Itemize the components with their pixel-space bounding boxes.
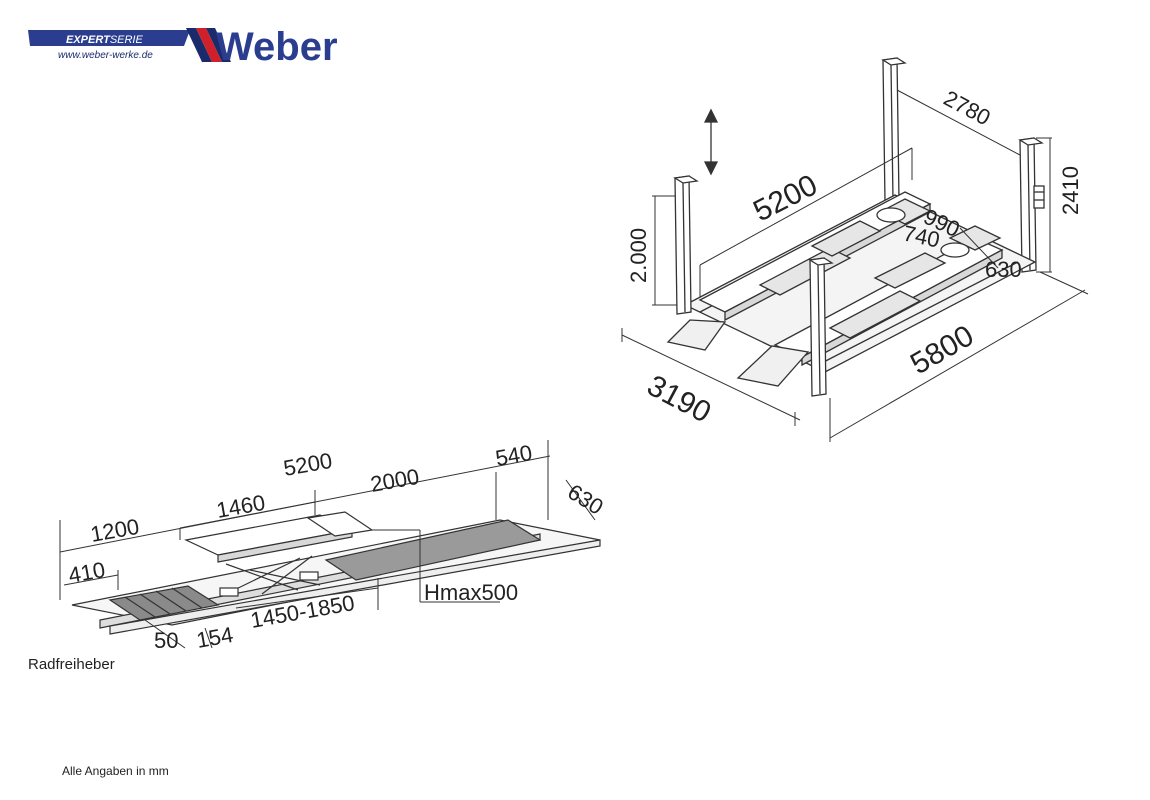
column-back-left [881,57,907,203]
side-scissor-jack [184,514,354,597]
side-dim-410: 410 [67,557,108,588]
logo-series-bold: EXPERT [66,34,111,46]
side-dim-50: 50 [154,628,178,653]
side-dim-1460: 1460 [215,490,268,523]
logo-wordmark: Weber [216,25,338,69]
ramp-right [736,345,810,387]
weber-logo: EXPERTSERIE www.weber-werke.de Weber [28,25,338,69]
dim-column-height: 2410 [1058,166,1083,215]
turntable-front [940,242,970,258]
dim-turntable-c: 630 [985,257,1022,282]
logo-stripes-icon [186,28,231,62]
lift-direction-arrow-icon [703,108,719,176]
column-front-right [808,257,834,397]
side-dim-540: 540 [494,440,535,471]
side-dim-2000: 2000 [369,464,422,497]
side-dim-hmax: Hmax500 [424,580,518,605]
side-view-caption: Radfreiheber [28,656,115,673]
side-dark-plate [306,511,542,581]
logo-series-light: SERIE [110,34,144,46]
dim-overall-length: 5800 [905,319,979,381]
runway-right [773,225,1004,367]
dim-overall-width: 3190 [642,369,716,429]
dim-width-top: 2780 [940,85,995,130]
column-back-right [1018,137,1045,273]
side-grid-plate [108,585,220,621]
dim-length-top: 5200 [748,169,822,229]
side-dim-total: 5200 [282,448,335,481]
side-view-drawing [59,440,601,649]
logo-url: www.weber-werke.de [58,50,153,61]
turntable-back [876,207,906,223]
column-front-left [673,175,699,315]
side-dim-154: 154 [195,622,236,653]
dim-lift-height: 2.000 [626,228,651,283]
side-dim-1200: 1200 [89,514,142,547]
svg-text:EXPERTSERIE: EXPERTSERIE [66,34,143,46]
units-caption: Alle Angaben in mm [62,764,169,778]
four-post-lift-drawing [621,57,1089,442]
ramp-left [666,319,727,351]
